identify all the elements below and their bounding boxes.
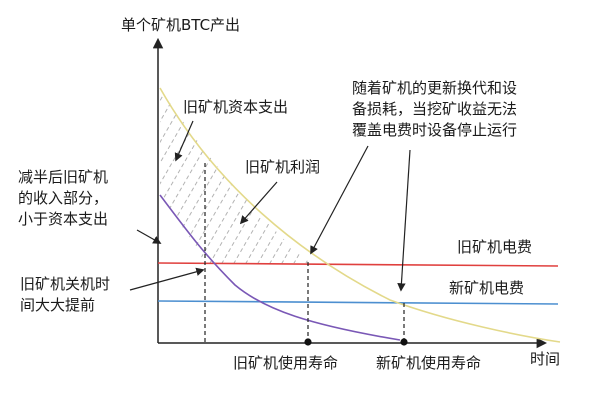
shutdown-note: 旧矿机关机时 间大大提前	[20, 275, 110, 314]
profit-arrow	[239, 181, 278, 225]
hatch-line	[253, 88, 310, 263]
shutdown-note-line-2: 间大大提前	[20, 296, 95, 314]
upgrade-note-line-1: 随着矿机的更新换代和设	[352, 79, 517, 97]
hatch-line	[160, 88, 185, 263]
capex-arrow	[174, 120, 194, 162]
hatch-line	[229, 88, 310, 263]
old-lifespan-point	[304, 338, 312, 346]
new-power-cost-line	[157, 300, 559, 305]
halved-revenue-curve	[159, 194, 401, 341]
y-axis-title: 单个矿机BTC产出	[121, 16, 240, 34]
halving-note-line-1: 减半后旧矿机	[18, 168, 108, 186]
upgrade-note: 随着矿机的更新换代和设 备损耗，当挖矿收益无法 覆盖电费时设备停止运行	[352, 79, 517, 139]
upgrade-note-arrow-old	[310, 145, 369, 255]
halving-note-arrow	[136, 229, 162, 244]
old-power-cost-line	[157, 262, 559, 267]
new-lifespan-point	[400, 338, 408, 346]
upgrade-note-line-2: 备损耗，当挖矿收益无法	[352, 100, 517, 118]
shutdown-note-line-1: 旧矿机关机时	[20, 275, 110, 293]
x-axis-title: 时间	[530, 350, 560, 368]
new-power-cost-label: 新矿机电费	[449, 279, 524, 297]
halving-note-line-2: 的收入部分，	[18, 189, 108, 207]
upgrade-note-arrow-new	[397, 149, 411, 292]
halving-note: 减半后旧矿机 的收入部分， 小于资本支出	[18, 168, 108, 228]
hatch-line	[241, 88, 310, 263]
upgrade-note-line-3: 覆盖电费时设备停止运行	[352, 121, 517, 139]
shutdown-note-arrow	[129, 267, 205, 291]
new-lifespan-label: 新矿机使用寿命	[376, 354, 481, 372]
halving-note-line-3: 小于资本支出	[18, 210, 108, 228]
old-revenue-curve	[159, 87, 561, 343]
old-capex-label: 旧矿机资本支出	[183, 98, 288, 116]
old-lifespan-label: 旧矿机使用寿命	[233, 354, 338, 372]
old-power-cost-label: 旧矿机电费	[457, 238, 532, 256]
old-profit-label: 旧矿机利润	[245, 158, 320, 176]
